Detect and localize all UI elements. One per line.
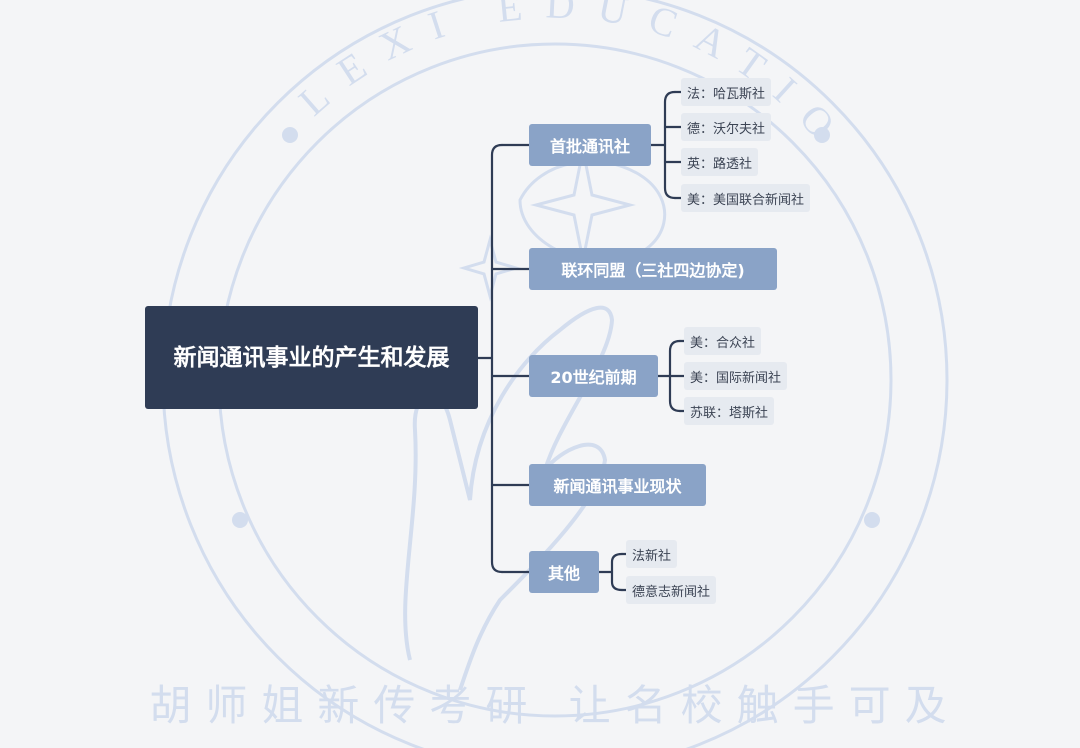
watermark-bottom-text: 胡师姐新传考研 让名校触手可及 [149,681,960,730]
leaf-united-press[interactable]: 美：合众社 [684,327,762,355]
leaf-reuters[interactable]: 英：路透社 [681,148,759,176]
branch-current-status[interactable]: 新闻通讯事业现状 [529,464,706,506]
root-node[interactable]: 新闻通讯事业的产生和发展 [145,306,478,409]
leaf-associated-press[interactable]: 美：美国联合新闻社 [681,184,811,212]
leaf-afp[interactable]: 法新社 [626,540,678,568]
leaf-dpa[interactable]: 德意志新闻社 [626,576,717,604]
branch-others[interactable]: 其他 [529,551,599,593]
branch-early-20th-century[interactable]: 20世纪前期 [529,355,658,397]
leaf-international-news-service[interactable]: 美：国际新闻社 [684,362,788,390]
leaf-tass[interactable]: 苏联：塔斯社 [684,397,775,425]
leaf-havas[interactable]: 法：哈瓦斯社 [681,78,772,106]
branch-first-agencies[interactable]: 首批通讯社 [529,124,651,166]
leaf-wolff[interactable]: 德：沃尔夫社 [681,113,772,141]
branch-ring-alliance[interactable]: 联环同盟（三社四边协定) [529,248,777,290]
